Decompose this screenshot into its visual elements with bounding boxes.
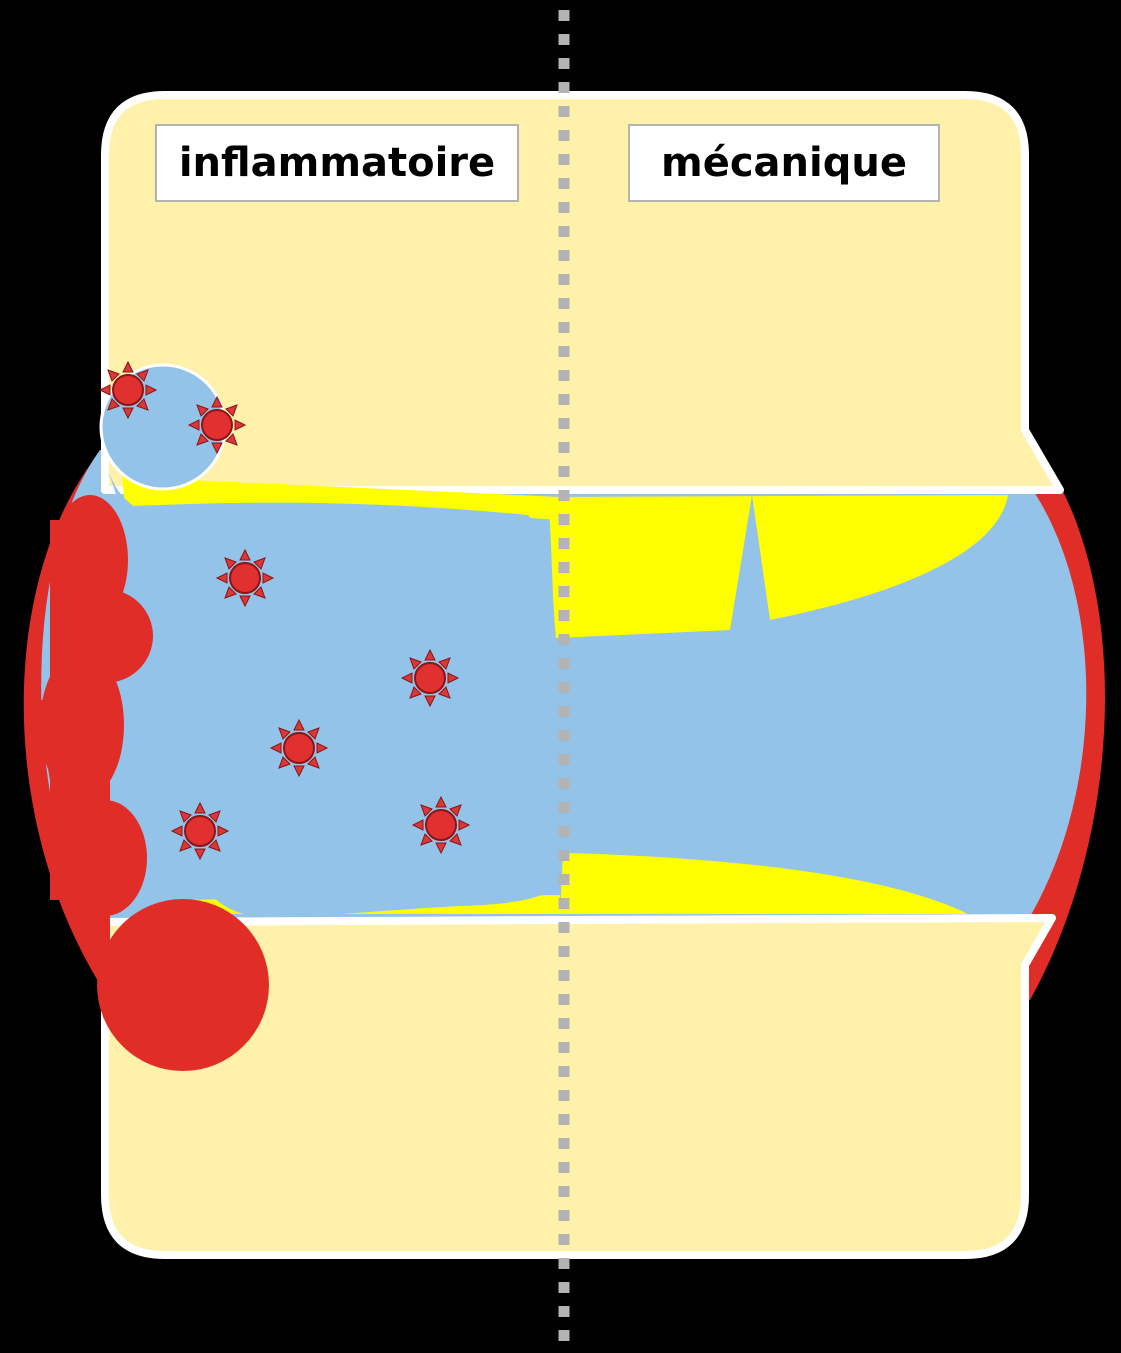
red-spiked-cell-icon xyxy=(217,550,273,606)
red-spiked-cell-icon xyxy=(271,720,327,776)
inflamed-synovial-fluid xyxy=(125,503,557,917)
red-spiked-cell-icon xyxy=(172,803,228,859)
label-mechanical-text: mécanique xyxy=(661,140,907,186)
label-mechanical: mécanique xyxy=(628,124,940,202)
label-inflammatory-text: inflammatoire xyxy=(179,140,495,186)
red-spiked-cell-icon xyxy=(100,362,156,418)
red-spiked-cell-icon xyxy=(413,797,469,853)
red-spiked-cell-icon xyxy=(189,397,245,453)
label-inflammatory: inflammatoire xyxy=(155,124,519,202)
red-spiked-cell-icon xyxy=(402,650,458,706)
